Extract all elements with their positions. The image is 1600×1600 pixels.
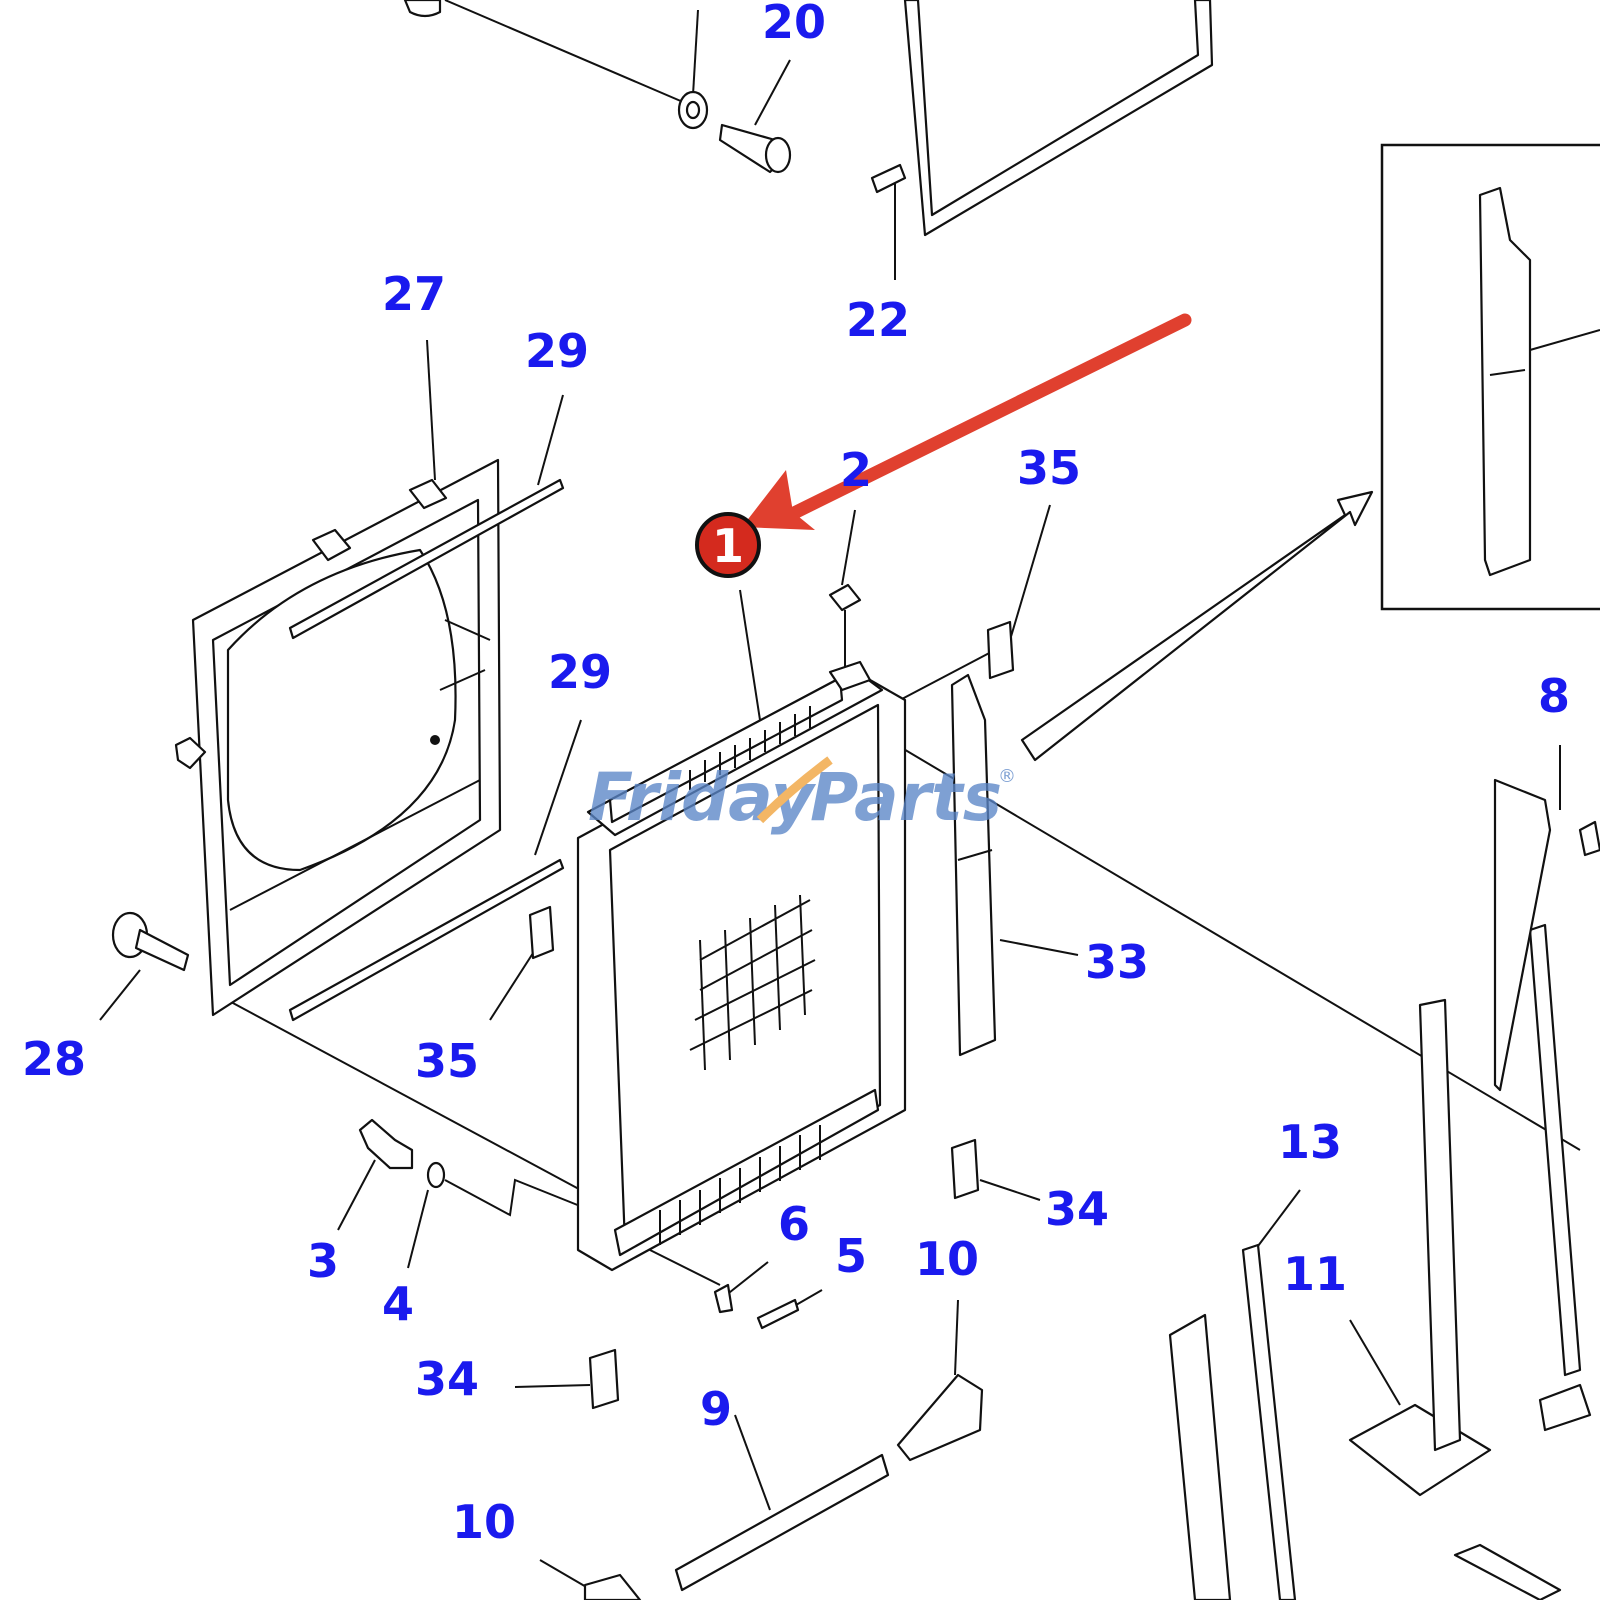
watermark-registered-mark: ® — [998, 766, 1016, 787]
callout-5: 5 — [835, 1229, 867, 1283]
callout-10-upper: 10 — [915, 1232, 979, 1286]
watermark-swoosh — [756, 756, 833, 824]
side-bracket-33 — [950, 673, 997, 1057]
callout-34-lower: 34 — [415, 1352, 479, 1406]
radiator-core — [576, 583, 907, 1272]
watermark: Friday Parts ® — [588, 756, 1016, 836]
callout-34-upper: 34 — [1045, 1182, 1109, 1236]
callout-6: 6 — [778, 1197, 810, 1251]
leader-lines — [99, 0, 1581, 1596]
callout-9: 9 — [700, 1382, 732, 1436]
bolt-28 — [111, 911, 190, 972]
frame-parts-11-13 — [1168, 778, 1600, 1600]
callout-2: 2 — [840, 443, 872, 497]
highlight-label: 1 — [712, 519, 744, 573]
callout-29-upper: 29 — [525, 324, 589, 378]
callout-4: 4 — [382, 1277, 414, 1331]
top-parts — [403, 0, 1214, 237]
callout-8: 8 — [1538, 669, 1570, 723]
rubber-pads — [528, 620, 1015, 1410]
callout-10-lower: 10 — [452, 1495, 516, 1549]
callout-22: 22 — [846, 293, 910, 347]
core-grid — [689, 894, 816, 1071]
drain-fittings — [358, 1118, 800, 1330]
callout-35-upper: 35 — [1017, 441, 1081, 495]
fan-shroud-27 — [174, 458, 565, 1022]
brackets-9-10 — [583, 1373, 984, 1600]
watermark-brand-suffix: Parts — [810, 759, 1002, 836]
callout-13: 13 — [1278, 1115, 1342, 1169]
callout-11: 11 — [1283, 1247, 1347, 1301]
callout-29-lower: 29 — [548, 645, 612, 699]
highlight-arrow — [742, 313, 1192, 530]
callout-27: 27 — [382, 267, 446, 321]
callout-33: 33 — [1085, 935, 1149, 989]
callout-35-lower: 35 — [415, 1034, 479, 1088]
callouts: 20 22 27 29 29 2 35 35 28 33 8 3 4 6 5 1… — [22, 0, 1570, 1549]
detail-inset — [1020, 143, 1600, 762]
highlight-marker: 1 — [695, 512, 761, 578]
callout-3: 3 — [307, 1234, 339, 1288]
callout-28: 28 — [22, 1032, 86, 1086]
callout-20: 20 — [762, 0, 826, 49]
